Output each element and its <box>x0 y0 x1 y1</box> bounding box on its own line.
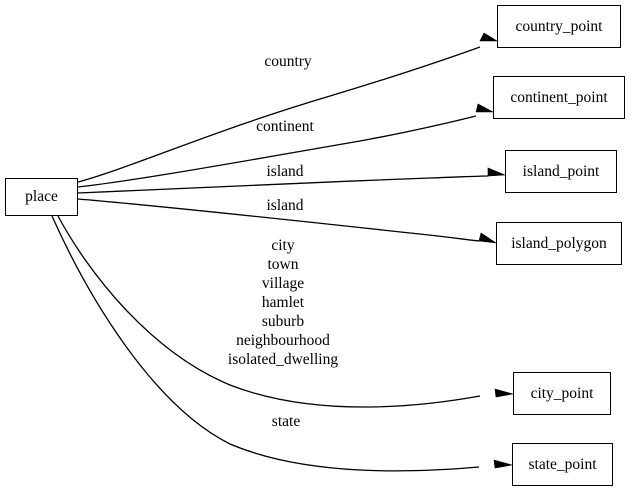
edge-label-state: state <box>271 413 301 430</box>
edge-country-arrowhead <box>479 32 499 42</box>
edge-island-polygon-arrowhead <box>478 232 497 244</box>
edge-state-arrowhead <box>493 459 513 469</box>
edge-city-arrowhead <box>494 388 514 398</box>
edge-island-point-arrowhead <box>487 167 506 177</box>
node-country-point[interactable]: country_point <box>497 5 621 48</box>
edge-continent-path <box>77 115 477 188</box>
edge-city-path <box>57 215 481 408</box>
node-island-point[interactable]: island_point <box>505 150 617 193</box>
edge-label-city-group: city town village hamlet suburb neighbou… <box>227 237 339 368</box>
node-continent-point[interactable]: continent_point <box>493 76 625 119</box>
edge-continent-arrowhead <box>475 103 494 113</box>
edge-country-path <box>77 46 481 183</box>
edge-label-continent: continent <box>256 118 314 135</box>
edge-island-point-path <box>77 175 489 194</box>
node-place[interactable]: place <box>5 178 78 216</box>
node-island-polygon[interactable]: island_polygon <box>496 222 622 265</box>
node-state-point[interactable]: state_point <box>512 443 613 486</box>
edge-label-country: country <box>264 53 312 70</box>
edge-island-polygon-path <box>77 198 480 242</box>
edge-label-island-polygon: island <box>266 197 304 214</box>
node-city-point[interactable]: city_point <box>513 372 611 415</box>
edge-label-island-point: island <box>266 163 304 180</box>
edge-state-path <box>51 215 480 472</box>
